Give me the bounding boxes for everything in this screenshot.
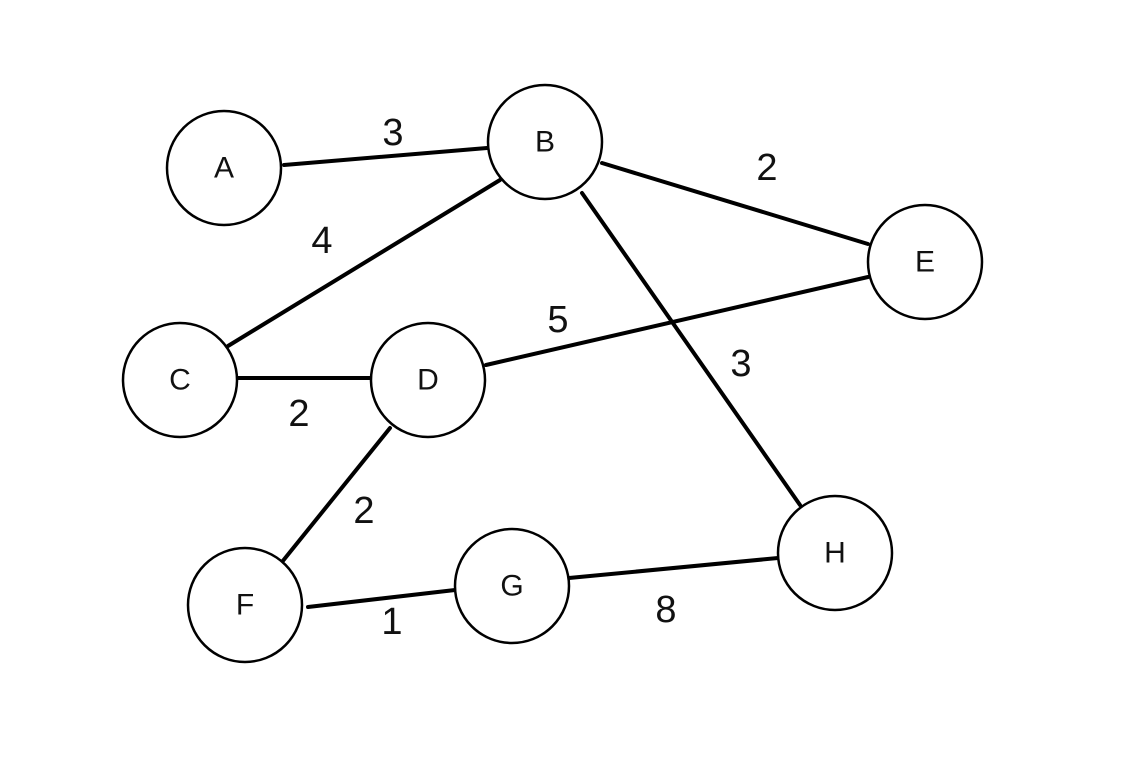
- edge-weight-b-h: 3: [730, 343, 751, 385]
- node-g: G: [453, 527, 571, 645]
- node-label-h: H: [824, 537, 846, 570]
- node-circle-f: [186, 546, 304, 664]
- node-circle-d: [369, 321, 487, 439]
- node-circle-b: [486, 83, 604, 201]
- edge-weight-a-b: 3: [382, 112, 403, 154]
- node-label-g: G: [500, 570, 523, 603]
- edge-weight-d-e: 5: [547, 299, 568, 341]
- node-label-e: E: [915, 246, 935, 279]
- edge-b-h: [580, 191, 802, 507]
- edges-layer: [226, 146, 870, 609]
- edge-a-b: [282, 146, 489, 167]
- edge-weights-layer: 3 4 2 3 2 5 2 1 8: [288, 112, 777, 643]
- node-circle-e: [866, 203, 984, 321]
- node-h: H: [776, 494, 894, 612]
- node-f: F: [186, 546, 304, 664]
- node-label-b: B: [535, 126, 555, 159]
- node-b: B: [486, 83, 604, 201]
- node-e: E: [866, 203, 984, 321]
- node-c: C: [121, 321, 239, 439]
- node-label-f: F: [236, 589, 254, 622]
- edge-f-g: [306, 588, 457, 609]
- node-d: D: [369, 321, 487, 439]
- edge-b-c: [226, 178, 502, 348]
- edge-weight-d-f: 2: [353, 490, 374, 532]
- node-circle-a: [165, 109, 283, 227]
- edge-d-e: [484, 275, 870, 367]
- edge-g-h: [567, 556, 780, 580]
- node-label-a: A: [214, 152, 234, 185]
- node-circle-c: [121, 321, 239, 439]
- edge-weight-f-g: 1: [381, 601, 402, 643]
- edge-weight-b-e: 2: [756, 147, 777, 189]
- edge-weight-c-d: 2: [288, 393, 309, 435]
- edge-b-e: [600, 161, 870, 246]
- node-circle-h: [776, 494, 894, 612]
- node-label-d: D: [417, 364, 439, 397]
- nodes-layer: A B C D E F G H: [121, 83, 984, 664]
- edge-weight-g-h: 8: [655, 589, 676, 631]
- edge-d-f: [280, 426, 392, 564]
- edge-weight-b-c: 4: [311, 220, 332, 262]
- node-circle-g: [453, 527, 571, 645]
- node-label-c: C: [169, 364, 191, 397]
- node-a: A: [165, 109, 283, 227]
